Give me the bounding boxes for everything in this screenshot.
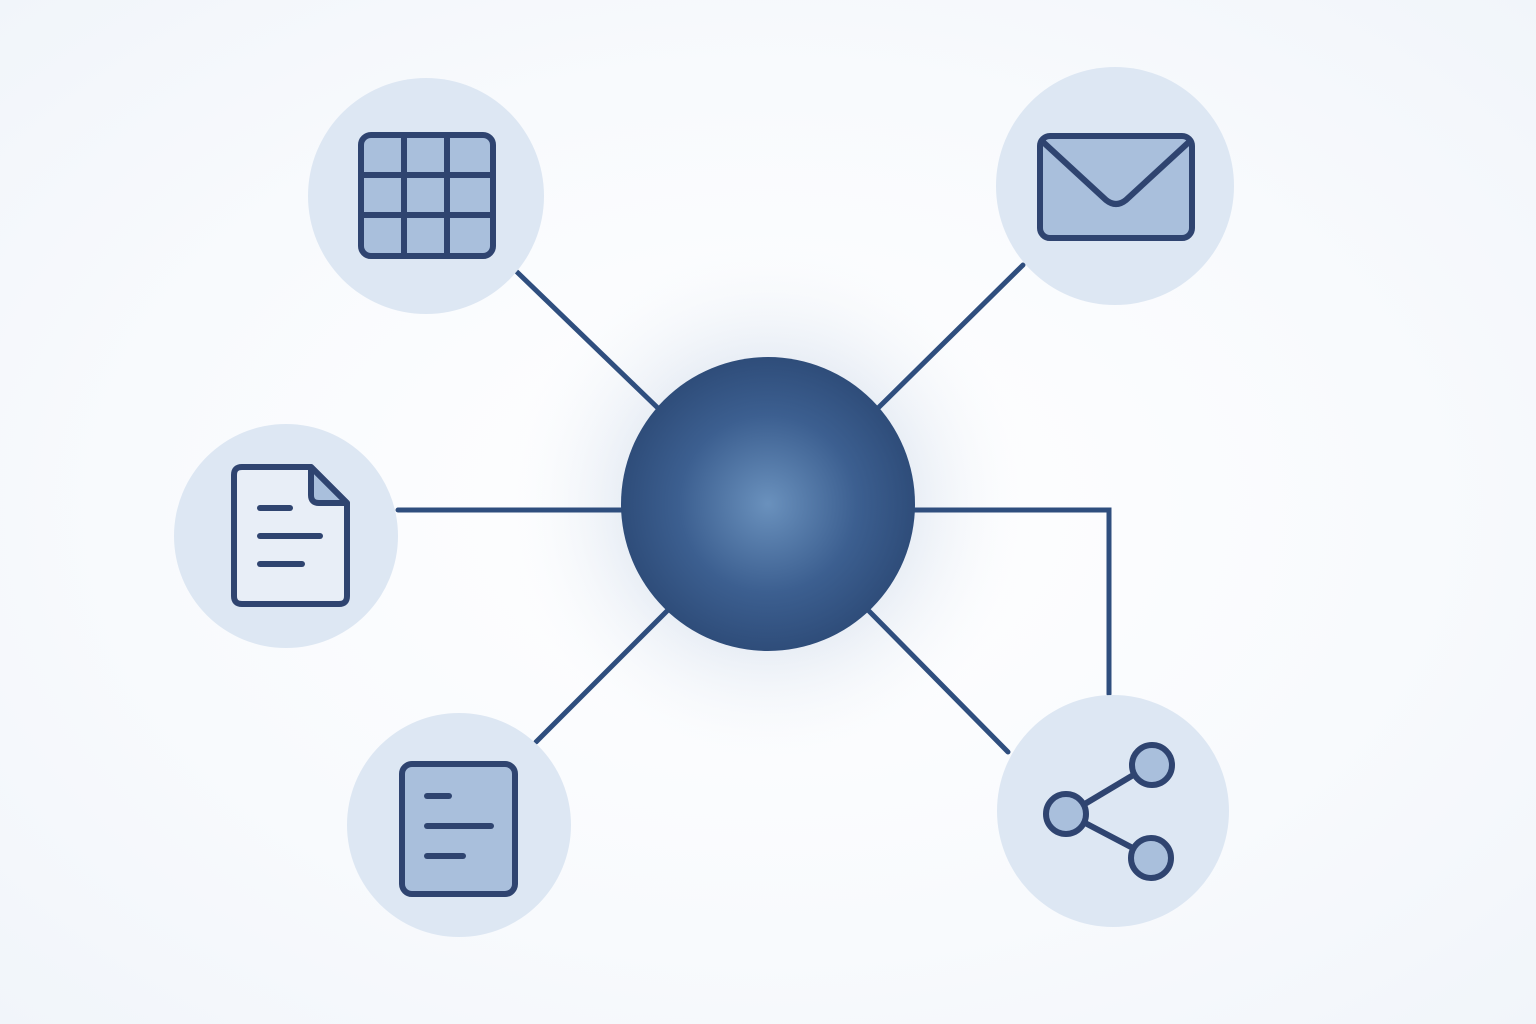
connector-lines bbox=[395, 262, 1112, 755]
spreadsheet-grid-icon bbox=[358, 132, 496, 259]
connector-share-elbow bbox=[905, 507, 1112, 697]
document-page-icon bbox=[231, 464, 350, 607]
text-document-icon bbox=[399, 761, 518, 897]
node-share[interactable] bbox=[997, 695, 1229, 927]
node-email[interactable] bbox=[996, 67, 1234, 305]
connector-email bbox=[871, 262, 1026, 415]
share-network-icon bbox=[1043, 742, 1175, 881]
central-hub[interactable] bbox=[621, 357, 915, 651]
connector-notes bbox=[533, 605, 673, 745]
connector-share-diagonal bbox=[863, 605, 1011, 755]
connector-spreadsheet bbox=[514, 269, 665, 415]
node-share-bg bbox=[997, 695, 1229, 927]
envelope-icon bbox=[1037, 133, 1195, 241]
node-document[interactable] bbox=[174, 424, 398, 648]
node-notes[interactable] bbox=[347, 713, 571, 937]
node-spreadsheet[interactable] bbox=[308, 78, 544, 314]
